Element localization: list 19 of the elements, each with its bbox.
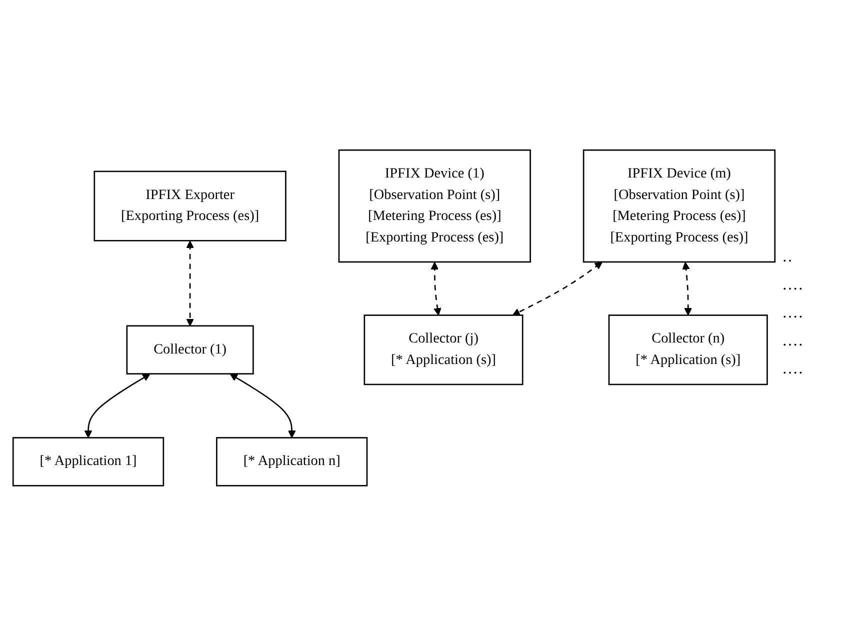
- ellipsis-label: ··: [782, 253, 794, 271]
- node-box: [* Application n]: [216, 437, 368, 486]
- ellipsis-label: ····: [782, 365, 804, 383]
- node-box: IPFIX Device (1) [Observation Point (s)] [Metering Process (es)] [Exporting Process (es)]: [338, 150, 531, 263]
- node-box: Collector (1): [126, 325, 254, 375]
- arrow: [512, 262, 602, 316]
- ellipsis-label: ····: [782, 309, 804, 327]
- node-box: [* Application 1]: [12, 437, 164, 486]
- arrow: [430, 262, 442, 316]
- arrow: [186, 240, 194, 326]
- node-box: Collector (n) [* Application (s)]: [608, 314, 768, 386]
- ellipsis-label: ····: [782, 281, 804, 299]
- node-box: IPFIX Exporter [Exporting Process (es)]: [94, 170, 286, 242]
- ellipsis-label: ····: [782, 337, 804, 355]
- arrow: [230, 374, 296, 438]
- node-box: IPFIX Device (m) [Observation Point (s)] [Metering Process (es)] [Exporting Process (es)]: [582, 150, 776, 263]
- arrow: [682, 262, 692, 316]
- node-box: Collector (j) [* Application (s)]: [364, 314, 524, 386]
- arrow: [84, 374, 150, 438]
